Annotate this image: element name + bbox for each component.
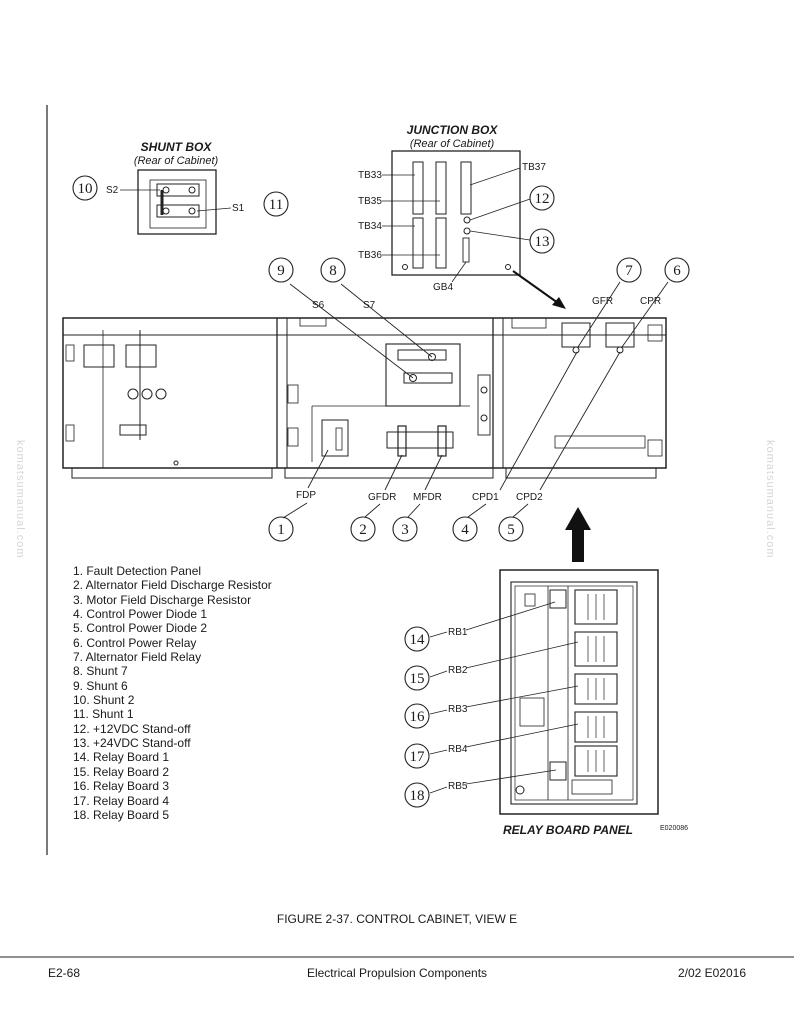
callout-7: 7 [616,257,642,283]
svg-text:3: 3 [401,522,409,538]
callout-18: 18 [404,782,430,808]
label-gfdr: GFDR [368,492,396,503]
callout-2: 2 [350,516,376,542]
svg-text:11: 11 [269,197,283,213]
callout-10: 10 [72,175,98,201]
label-tb33: TB33 [358,170,382,181]
callout-16: 16 [404,703,430,729]
svg-text:5: 5 [507,522,515,538]
label-rb1: RB1 [448,627,468,638]
legend-item: 12. +12VDC Stand-off [73,721,191,736]
legend-item: 14. Relay Board 1 [73,750,170,765]
legend-item: 4. Control Power Diode 1 [73,607,208,622]
svg-text:2: 2 [359,522,367,538]
leader-lines [282,281,669,519]
legend-item: 16. Relay Board 3 [73,779,170,794]
label-s1: S1 [232,203,245,214]
label-rb3: RB3 [448,704,468,715]
label-rb2: RB2 [448,665,468,676]
legend-item: 6. Control Power Relay [73,635,197,650]
legend-item: 9. Shunt 6 [73,678,128,693]
callout-12: 12 [529,185,555,211]
view-arrow [565,507,591,562]
legend-item: 3. Motor Field Discharge Resistor [73,592,252,607]
label-tb37: TB37 [522,162,546,173]
callout-11: 11 [263,191,289,217]
label-cpd1: CPD1 [472,492,499,503]
junction-box-title: JUNCTION BOX [407,123,499,137]
callout-14: 14 [404,626,430,652]
legend-item: 17. Relay Board 4 [73,793,170,808]
callout-17: 17 [404,743,430,769]
legend-item: 11. Shunt 1 [73,707,134,722]
legend-item: 5. Control Power Diode 2 [73,621,208,636]
svg-text:8: 8 [329,263,337,279]
svg-text:13: 13 [535,234,550,250]
legend-item: 7. Alternator Field Relay [73,650,202,665]
callout-6: 6 [664,257,690,283]
legend-item: 2. Alternator Field Discharge Resistor [73,578,272,593]
legend-item: 1. Fault Detection Panel [73,564,202,578]
parts-legend: 1. Fault Detection Panel 2. Alternator F… [73,564,272,822]
svg-text:14: 14 [410,632,426,648]
junction-box-subtitle: (Rear of Cabinet) [410,138,495,150]
svg-text:12: 12 [535,191,550,207]
legend-item: 10. Shunt 2 [73,693,135,708]
label-cpr: CPR [640,296,661,307]
svg-text:15: 15 [410,671,425,687]
label-s2: S2 [106,185,119,196]
callout-circles: 1 2 3 4 5 6 7 8 9 10 11 12 13 14 15 16 1… [72,175,690,808]
label-tb34: TB34 [358,221,382,232]
callout-9: 9 [268,257,294,283]
callout-13: 13 [529,228,555,254]
callout-5: 5 [498,516,524,542]
footer-date-code: 2/02 E02016 [677,966,746,980]
relay-board-panel: RELAY BOARD PANEL E020086 RB1 RB2 RB3 RB… [429,569,688,837]
svg-text:10: 10 [78,181,93,197]
svg-text:7: 7 [625,263,633,279]
junction-box: JUNCTION BOX (Rear of Cabinet) TB33 TB35… [358,123,566,309]
footer-page-number: E2-68 [48,966,81,980]
watermark-right: komatsumanual.com [764,440,776,559]
shunt-box: SHUNT BOX (Rear of Cabinet) S2 S1 [106,140,245,235]
label-gfr: GFR [592,296,613,307]
callout-4: 4 [452,516,478,542]
relay-panel-title: RELAY BOARD PANEL [503,823,633,837]
svg-text:6: 6 [673,263,681,279]
callout-3: 3 [392,516,418,542]
footer-section-title: Electrical Propulsion Components [306,966,488,980]
legend-item: 8. Shunt 7 [73,664,128,679]
callout-8: 8 [320,257,346,283]
callout-15: 15 [404,665,430,691]
svg-text:4: 4 [461,522,469,538]
figure-caption: FIGURE 2-37. CONTROL CABINET, VIEW E [276,912,518,926]
label-tb35: TB35 [358,196,382,207]
main-cabinet [62,317,667,479]
callout-1: 1 [268,516,294,542]
label-cpd2: CPD2 [516,492,543,503]
svg-text:9: 9 [277,263,285,279]
label-rb5: RB5 [448,781,468,792]
label-mfdr: MFDR [413,492,442,503]
label-fdp: FDP [296,490,316,501]
svg-text:16: 16 [410,709,426,725]
watermark-left: komatsumanual.com [14,440,26,559]
shunt-box-title: SHUNT BOX [141,140,213,154]
shunt-box-subtitle: (Rear of Cabinet) [134,155,219,167]
label-tb36: TB36 [358,250,382,261]
legend-item: 18. Relay Board 5 [73,807,170,822]
svg-text:1: 1 [277,522,285,538]
svg-text:17: 17 [410,749,426,765]
label-gb4: GB4 [433,282,453,293]
svg-text:18: 18 [410,788,425,804]
label-s7: S7 [363,300,376,311]
legend-item: 13. +24VDC Stand-off [73,736,191,751]
label-rb4: RB4 [448,744,468,755]
legend-item: 15. Relay Board 2 [73,764,170,779]
figure-code: E020086 [660,825,688,832]
